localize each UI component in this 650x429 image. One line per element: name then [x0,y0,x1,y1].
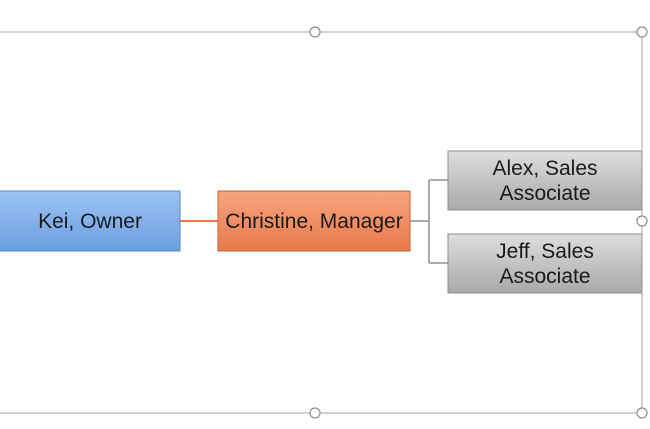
resize-handle-top-center[interactable] [309,26,321,38]
node-associate-box[interactable] [447,150,643,211]
resize-handle-bottom-center[interactable] [309,407,321,419]
node-owner-box[interactable] [0,190,181,252]
resize-handle-middle-right[interactable] [636,215,648,227]
connector-manager-associates [410,179,448,264]
node-associate-box[interactable] [447,233,643,294]
node-manager-box[interactable] [217,190,411,252]
resize-handle-top-right[interactable] [636,26,648,38]
resize-handle-bottom-right[interactable] [636,407,648,419]
